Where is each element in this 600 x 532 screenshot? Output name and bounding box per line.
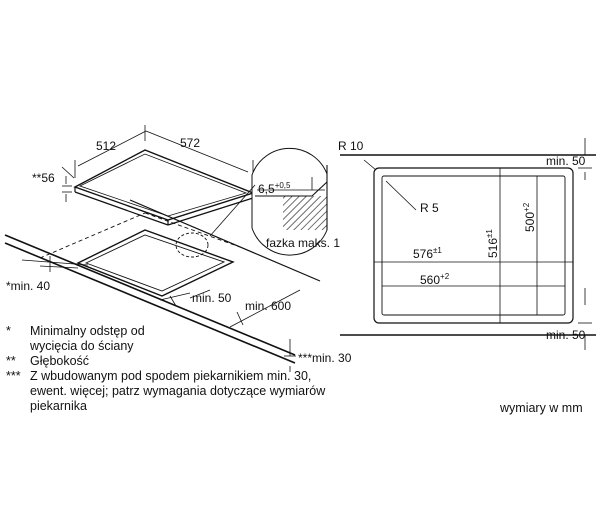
cutout-plan (340, 138, 596, 350)
inner-radius-label: R 5 (420, 201, 439, 215)
footnote-row: ewent. więcej; patrz wymagania dotyczące… (6, 384, 325, 399)
outer-radius-label: R 10 (338, 139, 364, 153)
clearance-lines-left (21, 256, 301, 372)
worktop (4, 199, 321, 364)
footnote-row: ** Głębokość (6, 354, 325, 369)
footnote-row: piekarnika (6, 399, 325, 414)
footnote-row: * Minimalny odstęp od (6, 324, 325, 339)
hob-isometric (73, 149, 256, 226)
min-top-label: min. 50 (546, 154, 586, 168)
footnote-mark (6, 384, 30, 399)
footnote-mark: ** (6, 354, 16, 368)
height-outer-tolerance: ±1 (485, 229, 494, 238)
dim-depth-label: 572 (180, 136, 200, 150)
chamfer-label: fazka maks. 1 (266, 236, 340, 250)
footnote-mark: * (6, 324, 11, 338)
footnote-row: *** Z wbudowanym pod spodem piekarnikiem … (6, 369, 325, 384)
footnote-text: Głębokość (30, 354, 90, 368)
dim-width-label: 512 (96, 139, 116, 153)
footnote-mark (6, 339, 30, 354)
footnote-mark (6, 399, 30, 414)
chamfer-tolerance: +0,5 (275, 181, 291, 190)
footnotes: *Minimalny odstęp od wycięcia do ściany … (6, 324, 325, 414)
dim-thickness-label: **56 (32, 171, 55, 185)
min-depth-label: min. 600 (245, 299, 291, 313)
height-inner-value: 500 (523, 212, 537, 232)
chamfer-value-label: 6,5+0,5 (258, 181, 291, 196)
height-inner-tolerance: +2 (522, 202, 531, 212)
min-bottom-right-label: min. 50 (546, 328, 586, 342)
footnote-row: wycięcia do ściany (6, 339, 325, 354)
chamfer-detail (209, 147, 328, 256)
chamfer-value: 6,5 (258, 182, 275, 196)
height-inner-label: 500+2 (522, 202, 537, 232)
footnote-text: Z wbudowanym pod spodem piekarnikiem min… (30, 369, 312, 383)
width-inner-label: 560+2 (420, 272, 450, 287)
hob-dimension-lines (61, 125, 254, 202)
height-outer-value: 516 (486, 238, 500, 258)
min-side-label: *min. 40 (6, 279, 50, 293)
footnote-text: ewent. więcej; patrz wymagania dotyczące… (30, 384, 326, 398)
width-outer-label: 576±1 (413, 246, 442, 261)
min-front-label: min. 50 (192, 291, 232, 305)
width-inner-tolerance: +2 (440, 272, 450, 281)
width-inner-value: 560 (420, 273, 440, 287)
units-note: wymiary w mm (500, 401, 583, 415)
height-outer-label: 516±1 (485, 229, 500, 258)
footnote-mark: *** (6, 369, 21, 383)
footnote-text: Minimalny odstęp od (30, 324, 145, 338)
footnote-text: piekarnika (30, 399, 87, 413)
min-bottom-label: ***min. 30 (298, 351, 352, 365)
width-outer-value: 576 (413, 247, 433, 261)
width-outer-tolerance: ±1 (433, 246, 442, 255)
footnote-text: wycięcia do ściany (30, 339, 134, 353)
